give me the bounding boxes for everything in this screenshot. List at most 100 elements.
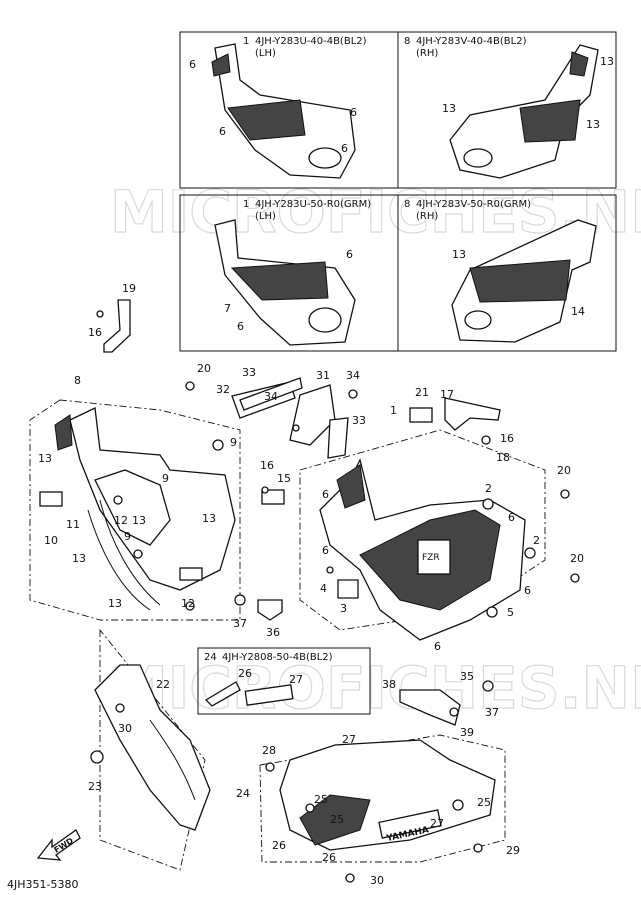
callout-number: 13 [132,514,146,527]
document-code: 4JH351-5380 [7,878,79,891]
box-mr-code: 4JH-Y283V-50-R0(GRM) [416,199,531,210]
callout-number: 7 [224,302,231,315]
callout-number: 28 [262,744,276,757]
callout-number: 6 [350,106,357,119]
callout-number: 6 [189,58,196,71]
callout-number: 9 [230,436,237,449]
callout-number: 16 [500,432,514,445]
callout-number: 4 [320,582,327,595]
callout-number: 8 [74,374,81,387]
callout-number: 38 [382,678,396,691]
callout-number: 6 [524,584,531,597]
bracket-17 [409,397,501,445]
fairing-rh-grm [451,219,597,343]
callout-number: 10 [44,534,58,547]
under-cowling: YAMAHA [259,734,506,863]
callout-number: 35 [460,670,474,683]
callout-number: 25 [477,796,491,809]
callout-number: 37 [233,617,247,630]
svg-text:24: 24 [204,652,217,663]
inset-box [197,647,371,715]
callout-number: 12 [114,514,128,527]
box-tr-code: 4JH-Y283V-40-4B(BL2) [416,36,527,47]
box-tl-num: 1 [243,36,249,47]
callout-number: 33 [242,366,256,379]
callout-number: 34 [264,390,278,403]
box-tl-side: (LH) [255,48,276,59]
callout-number: 6 [346,248,353,261]
callout-number: 23 [88,780,102,793]
box-mr-num: 8 [404,199,410,210]
callout-number: 16 [88,326,102,339]
callout-number: 34 [346,369,360,382]
fairing-lh-grm [214,219,356,346]
callout-number: 27 [289,673,303,686]
callout-number: 6 [434,640,441,653]
callout-number: 6 [237,320,244,333]
callout-number: 11 [66,518,80,531]
callout-number: 36 [266,626,280,639]
cowling-bracket-32 [231,377,349,459]
svg-text:1: 1 [243,36,249,47]
callout-number: 32 [216,383,230,396]
callout-number: 29 [506,844,520,857]
callout-number: 27 [430,817,444,830]
callout-number: 27 [342,733,356,746]
box-ml-side: (LH) [255,211,276,222]
callout-number: 13 [72,552,86,565]
callout-number: 13 [600,55,614,68]
callout-number: 13 [108,597,122,610]
callout-number: 30 [118,722,132,735]
callout-number: 19 [122,282,136,295]
bracket-15 [261,489,285,505]
box-ml-code: 4JH-Y283U-50-R0(GRM) [255,199,371,210]
callout-number: 9 [124,530,131,543]
bracket-3 [337,579,359,599]
callout-number: 24 [236,787,250,800]
right-side-cowling: FZR [299,429,546,641]
callout-number: 26 [238,667,252,680]
callout-number: 25 [330,813,344,826]
watermark-bottom: MICROFICHES.NET [110,654,641,722]
box-ml-num: 1 [243,199,249,210]
callout-number: 20 [557,464,571,477]
left-side-cowling [29,399,241,621]
callout-number: 13 [202,512,216,525]
callout-number: 39 [460,726,474,739]
callout-number: 12 [181,597,195,610]
callout-number: 26 [322,851,336,864]
svg-text:4JH-Y2808-50-4B(BL2): 4JH-Y2808-50-4B(BL2) [222,652,333,663]
callout-number: 20 [570,552,584,565]
box-mr-side: (RH) [416,211,438,222]
callout-number: 20 [197,362,211,375]
callout-number: 6 [508,511,515,524]
callout-number: 15 [277,472,291,485]
callout-number: 18 [496,451,510,464]
decal-27 [244,684,294,706]
callout-number: 16 [260,459,274,472]
callout-numbers: 19 16 8 13 10 11 13 12 13 9 9 13 13 12 9… [38,282,584,887]
callout-number: 37 [485,706,499,719]
callout-number: 3 [340,602,347,615]
decal-26 [204,681,241,707]
callout-number: 6 [322,544,329,557]
svg-text:FZR: FZR [422,553,440,563]
callout-number: 6 [219,125,226,138]
callout-number: 17 [440,388,454,401]
callout-number: 13 [38,452,52,465]
callout-number: 14 [571,305,585,318]
callout-number: 2 [485,482,492,495]
forward-arrow-icon: FWD [36,829,81,861]
bracket-38 [399,689,461,726]
callout-number: 22 [156,678,170,691]
callout-number: 13 [442,102,456,115]
box-tl-code: 4JH-Y283U-40-4B(BL2) [255,36,367,47]
callout-number: 6 [341,142,348,155]
callout-number: 30 [370,874,384,887]
callout-number: 21 [415,386,429,399]
callout-number: 2 [533,534,540,547]
callout-number: 31 [316,369,330,382]
callout-number: 5 [507,606,514,619]
callout-number: 1 [390,404,397,417]
